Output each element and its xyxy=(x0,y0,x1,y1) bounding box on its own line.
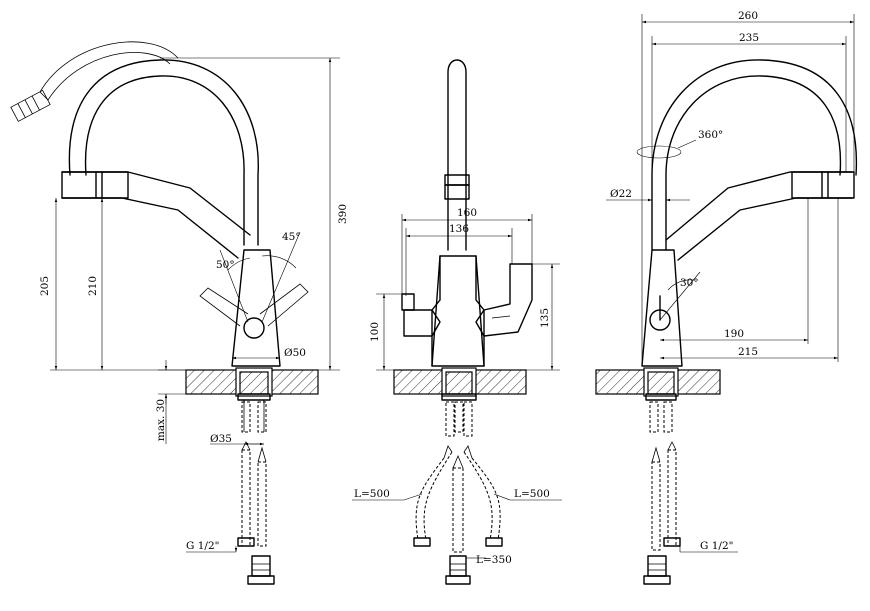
handle-left-front xyxy=(403,309,441,337)
hose-right-b xyxy=(667,449,677,547)
right-view: 30° 360° Ø22 260 235 xyxy=(595,10,858,585)
lever-right xyxy=(259,283,309,327)
rotation-indicator xyxy=(636,145,682,159)
width-160-label: 160 xyxy=(457,207,477,219)
hose-right-label: L=500 xyxy=(514,488,550,500)
spout-outline xyxy=(68,59,259,246)
reach-215-label: 215 xyxy=(738,346,758,358)
max-thickness-label: max. 30 xyxy=(155,399,167,441)
handle-right-front xyxy=(475,263,533,337)
hose-left-a xyxy=(241,449,251,547)
filter-head xyxy=(61,171,129,199)
spout-front xyxy=(447,59,467,251)
height-390-label: 390 xyxy=(337,204,349,224)
tap-body-right xyxy=(641,249,683,367)
hose-left-front xyxy=(415,457,445,541)
height-205-label: 205 xyxy=(39,276,51,296)
height-210-label: 210 xyxy=(87,276,99,296)
filter-head-right xyxy=(791,171,855,199)
reach-190-label: 190 xyxy=(724,328,744,340)
height-100-label: 100 xyxy=(369,322,381,342)
spout-rotated-outline xyxy=(39,41,179,93)
width-136-label: 136 xyxy=(449,223,469,235)
front-view: 160 136 100 135 L=500 L=500 L=350 xyxy=(352,59,562,585)
thread-label-left: G 1/2" xyxy=(186,540,219,552)
filter-arm xyxy=(61,171,251,236)
rotation-label: 360° xyxy=(698,129,723,141)
angle-30-label: 30° xyxy=(680,277,699,289)
lever-left xyxy=(199,287,249,327)
hose-right-front xyxy=(463,451,493,541)
left-view: 45° 50° 390 205 210 Ø50 xyxy=(10,41,349,585)
hose-left-label: L=500 xyxy=(354,488,390,500)
spout-outline-right xyxy=(651,59,858,251)
height-135-label: 135 xyxy=(539,308,551,328)
tap-body xyxy=(231,249,281,367)
hose-right-a xyxy=(651,461,661,551)
width-235-label: 235 xyxy=(739,32,759,44)
width-260-label: 260 xyxy=(738,10,758,22)
angle-45-label: 45° xyxy=(282,231,301,243)
spout-tip-rotated xyxy=(10,89,51,122)
shank-diameter-label: Ø35 xyxy=(210,433,232,445)
hose-left-b xyxy=(257,461,267,547)
angle-50-label: 50° xyxy=(216,259,235,271)
thread-label-right: G 1/2" xyxy=(700,540,733,552)
hose-center-front xyxy=(452,467,464,553)
spout-diameter-label: Ø22 xyxy=(610,188,632,200)
base-diameter-label: Ø50 xyxy=(284,347,306,359)
hose-center-label: L=350 xyxy=(476,554,512,566)
